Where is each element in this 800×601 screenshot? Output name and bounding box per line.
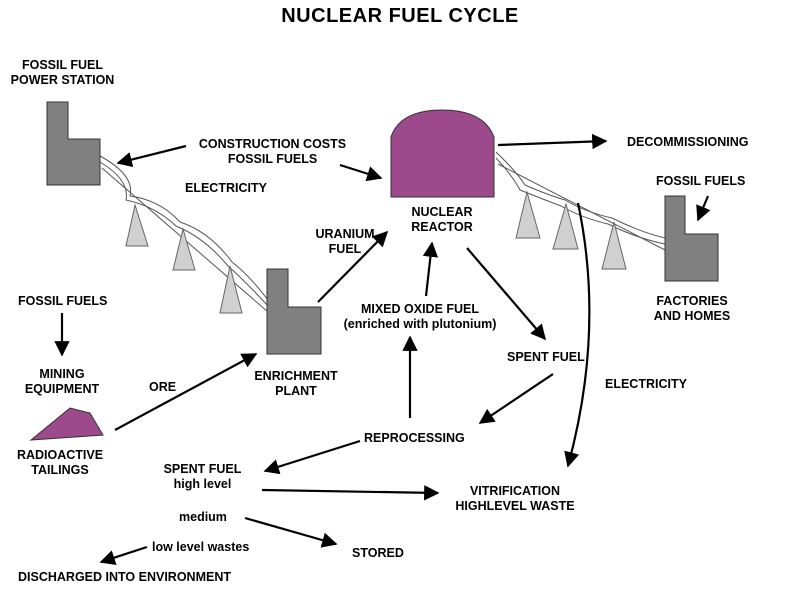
label-line: URANIUM [315,227,375,241]
label-line: high level [173,477,232,491]
arrow-mox-to-reactor [422,241,439,297]
discharged-into-environment-label: DISCHARGED INTO ENVIRONMENT [18,570,231,584]
spent-fuel-high-level-label: SPENT FUEL high level [150,462,255,492]
label-line: AND HOMES [653,309,731,323]
label-line: FACTORIES [656,294,728,308]
arrow-enrichment-to-reactor [317,230,389,303]
arrow-electricity-to-vitrification [564,202,591,468]
label-line: FUEL [328,242,362,256]
reprocessing-label: REPROCESSING [364,431,465,445]
vitrification-label: VITRIFICATION HIGHLEVEL WASTE [440,484,590,514]
spent-fuel-right-label: SPENT FUEL [507,350,585,364]
label-line: PLANT [275,384,317,398]
arrow-to-decommissioning [497,133,608,150]
radioactive-tailings-pile [29,407,104,441]
label-line: TAILINGS [31,463,89,477]
electricity-top-label: ELECTRICITY [185,181,267,195]
label-line: REACTOR [411,220,473,234]
label-line: VITRIFICATION [469,484,561,498]
arrow-high-level-to-vitrification [261,485,440,501]
pylon [601,221,627,270]
mixed-oxide-fuel-label: MIXED OXIDE FUEL (enriched with plutoniu… [325,302,515,332]
factories-homes-label: FACTORIES AND HOMES [637,294,747,324]
fossil-fuel-power-station-building [46,101,101,186]
nuclear-reactor-label: NUCLEAR REACTOR [392,205,492,235]
fossil-fuels-left-label: FOSSIL FUELS [18,294,108,308]
fossil-fuels-right-label: FOSSIL FUELS [656,174,746,188]
medium-label: medium [179,510,227,524]
low-level-wastes-label: low level wastes [152,540,250,554]
label-line: FOSSIL FUELS [227,152,318,166]
label-line: HIGHLEVEL WASTE [455,499,575,513]
label-line: SPENT FUEL [163,462,242,476]
uranium-fuel-label: URANIUM FUEL [305,227,385,257]
pylon [172,227,196,271]
enrichment-plant-building [266,268,322,355]
label-line: MINING [39,367,85,381]
label-line: ENRICHMENT [254,369,338,383]
arrow-to-reactor [339,163,383,182]
label-line: CONSTRUCTION COSTS [198,137,347,151]
label-line: MIXED OXIDE FUEL [360,302,480,316]
stored-label: STORED [352,546,404,560]
label-line: (enriched with plutonium) [343,317,497,331]
label-line: NUCLEAR [411,205,473,219]
arrow-ore-to-enrichment [114,353,258,431]
power-line-right [495,151,666,251]
decommissioning-label: DECOMMISSIONING [627,135,749,149]
nuclear-reactor-dome [390,109,495,198]
arrow-spent-fuel-to-reprocessing [478,373,554,424]
pylon [219,265,243,314]
construction-costs-label: CONSTRUCTION COSTS FOSSIL FUELS [185,137,360,167]
factories-homes-building [664,195,719,282]
enrichment-plant-label: ENRICHMENT PLANT [246,369,346,399]
arrow-to-power-station [116,144,187,168]
pylon [515,190,541,239]
radioactive-tailings-label: RADIOACTIVE TAILINGS [5,448,115,478]
arrow-low-level-to-discharged [99,545,148,566]
arrow-medium-to-stored [244,516,338,548]
ore-label: ORE [149,380,177,394]
pylon [125,203,149,247]
diagram-title: NUCLEAR FUEL CYCLE [281,5,519,27]
label-line: EQUIPMENT [24,382,100,396]
label-line: FOSSIL FUEL [21,58,104,72]
label-line: RADIOACTIVE [16,448,104,462]
label-line: POWER STATION [10,73,115,87]
pylon [552,202,579,250]
fossil-fuel-power-station-label: FOSSIL FUEL POWER STATION [0,58,125,88]
arrow-reactor-to-spent-fuel [466,247,547,341]
electricity-right-label: ELECTRICITY [605,377,687,391]
arrow-fossil-fuels-to-factories [696,195,711,222]
arrow-reprocessing-to-spent-fuel [263,439,361,475]
mining-equipment-label: MINING EQUIPMENT [2,367,122,397]
